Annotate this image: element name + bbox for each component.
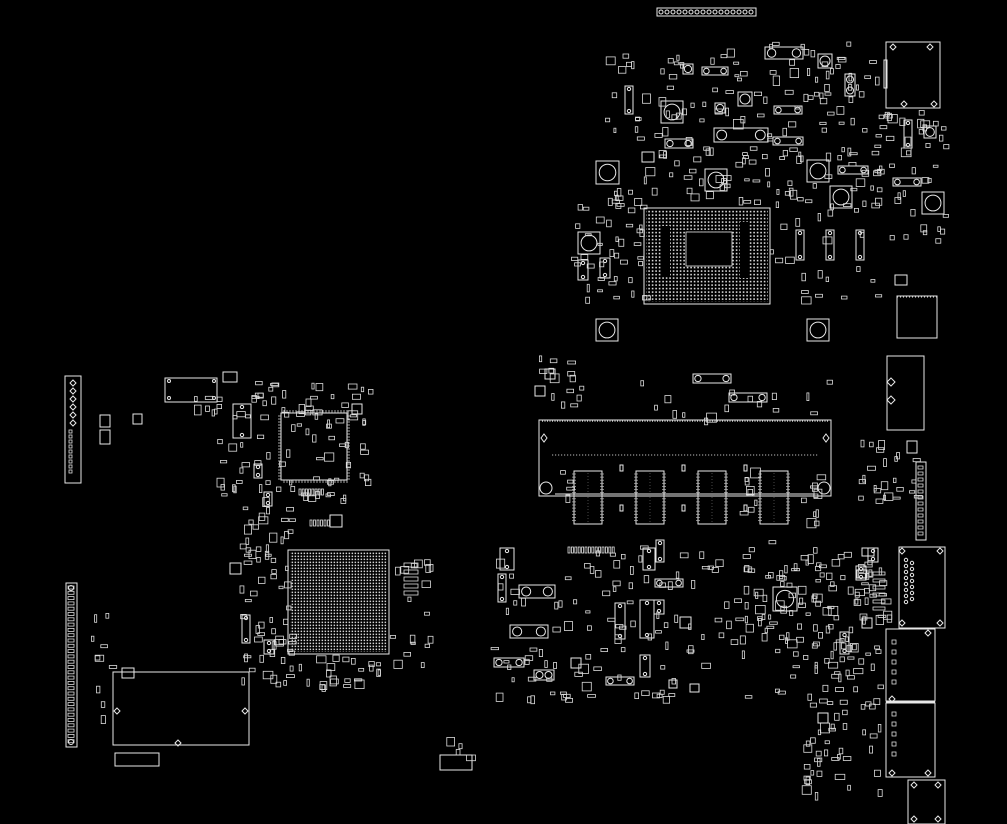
lan-port[interactable] xyxy=(886,355,925,431)
bottom-small-connector[interactable] xyxy=(439,754,473,771)
vga-port[interactable] xyxy=(898,461,946,629)
cpu-bga[interactable] xyxy=(643,207,771,305)
pin-header-row[interactable] xyxy=(298,488,886,611)
bottom-left-connector[interactable] xyxy=(114,752,160,767)
usb-ports[interactable] xyxy=(885,628,936,778)
power-inductors xyxy=(577,53,945,612)
power-connector[interactable] xyxy=(894,274,938,339)
wlan-card-area[interactable] xyxy=(112,667,250,747)
smd-passives xyxy=(91,41,950,801)
dc-jack[interactable] xyxy=(907,779,946,824)
top-right-connector[interactable] xyxy=(883,41,941,109)
fan-connector[interactable] xyxy=(164,377,218,403)
so-dimm-slot[interactable] xyxy=(538,419,832,497)
pch-bga[interactable] xyxy=(287,549,390,655)
left-long-connector[interactable] xyxy=(65,582,78,748)
top-edge-connector[interactable] xyxy=(656,7,757,17)
dram-chips[interactable] xyxy=(572,464,790,525)
keyboard-connector[interactable] xyxy=(64,375,143,484)
